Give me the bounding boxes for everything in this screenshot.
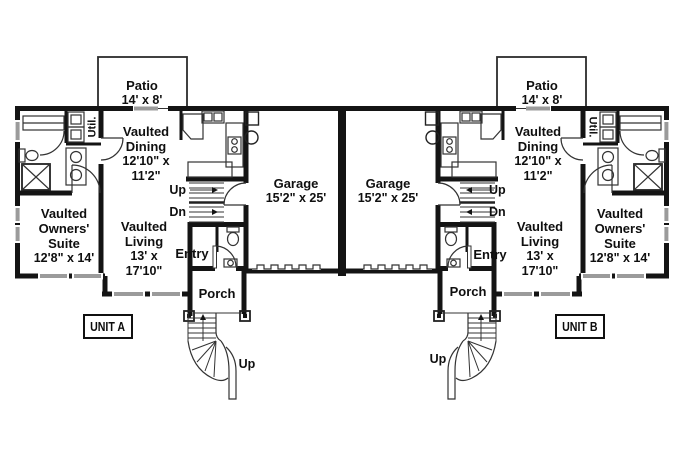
utility-label-unit-a: Util. — [77, 109, 107, 145]
room-name: Porch — [198, 286, 236, 301]
room-dims: 12'8" x 14' — [33, 251, 95, 265]
living-label-unit-a: Vaulted Living 13' x 17'10" — [99, 219, 189, 279]
owners-suite-label-unit-a: Vaulted Owners' Suite 12'8" x 14' — [19, 206, 109, 266]
porch-label-unit-b: Porch — [443, 284, 493, 299]
room-prefix: Vaulted — [122, 124, 170, 139]
up-annotation: Up — [489, 183, 506, 197]
down-annotation: Dn — [169, 205, 186, 219]
patio-label-unit-a: Patio 14' x 8' — [97, 78, 187, 108]
room-name: Owners' — [38, 221, 90, 236]
up-annotation: Up — [429, 352, 447, 366]
patio-label-unit-b: Patio 14' x 8' — [497, 78, 587, 108]
room-name: Entry — [473, 247, 507, 262]
room-name: Dining — [125, 139, 167, 154]
room-name: Util. — [586, 116, 598, 138]
dining-label-unit-b: Vaulted Dining 12'10" x 11'2" — [493, 124, 583, 184]
room-prefix: Vaulted — [596, 206, 644, 221]
stair-up-label-unit-a: Up — [158, 183, 186, 198]
room-dims: 17'10" — [521, 264, 559, 278]
room-name: Entry — [175, 246, 209, 261]
room-name: Garage — [365, 176, 411, 191]
unit-a-badge: UNIT A — [83, 314, 133, 339]
room-name: Living — [124, 234, 164, 249]
room-dims: 14' x 8' — [121, 93, 163, 107]
living-label-unit-b: Vaulted Living 13' x 17'10" — [495, 219, 585, 279]
garage-label-unit-b: Garage 15'2" x 25' — [343, 176, 433, 206]
room-name: Util. — [86, 116, 98, 138]
stair-up-label-unit-b: Up — [489, 183, 517, 198]
exterior-stair-up-label-unit-a: Up — [234, 357, 260, 372]
room-dims: 15'2" x 25' — [357, 191, 419, 205]
room-prefix: Vaulted — [120, 219, 168, 234]
room-dims: 14' x 8' — [521, 93, 563, 107]
room-dims: 13' x — [130, 249, 158, 263]
room-name: Suite — [604, 236, 636, 251]
up-annotation: Up — [238, 357, 256, 371]
unit-b-badge: UNIT B — [555, 314, 605, 339]
porch-label-unit-a: Porch — [192, 286, 242, 301]
garage-label-unit-a: Garage 15'2" x 25' — [251, 176, 341, 206]
room-name: Dining — [517, 139, 559, 154]
room-dims: 17'10" — [125, 264, 163, 278]
room-dims: 13' x — [526, 249, 554, 263]
room-dims: 12'8" x 14' — [589, 251, 651, 265]
exterior-stair-up-label-unit-b: Up — [425, 352, 451, 367]
room-dims: 11'2" — [523, 169, 553, 183]
room-name: Owners' — [594, 221, 646, 236]
room-name: Living — [520, 234, 560, 249]
unit-name: UNIT A — [90, 319, 126, 334]
room-dims: 12'10" x — [514, 154, 562, 168]
dining-label-unit-a: Vaulted Dining 12'10" x 11'2" — [101, 124, 191, 184]
utility-label-unit-b: Util. — [577, 109, 607, 145]
stair-down-label-unit-b: Dn — [489, 205, 517, 220]
room-prefix: Vaulted — [514, 124, 562, 139]
room-name: Garage — [273, 176, 319, 191]
room-dims: 12'10" x — [122, 154, 170, 168]
entry-label-unit-b: Entry — [465, 247, 515, 262]
room-dims: 11'2" — [131, 169, 161, 183]
room-prefix: Vaulted — [40, 206, 88, 221]
room-name: Porch — [449, 284, 487, 299]
down-annotation: Dn — [489, 205, 506, 219]
unit-name: UNIT B — [562, 319, 598, 334]
room-name: Patio — [126, 78, 158, 93]
up-annotation: Up — [169, 183, 186, 197]
room-prefix: Vaulted — [516, 219, 564, 234]
stair-down-label-unit-a: Dn — [158, 205, 186, 220]
room-name: Suite — [48, 236, 80, 251]
owners-suite-label-unit-b: Vaulted Owners' Suite 12'8" x 14' — [575, 206, 665, 266]
room-name: Patio — [526, 78, 558, 93]
entry-label-unit-a: Entry — [167, 246, 217, 261]
room-dims: 15'2" x 25' — [265, 191, 327, 205]
